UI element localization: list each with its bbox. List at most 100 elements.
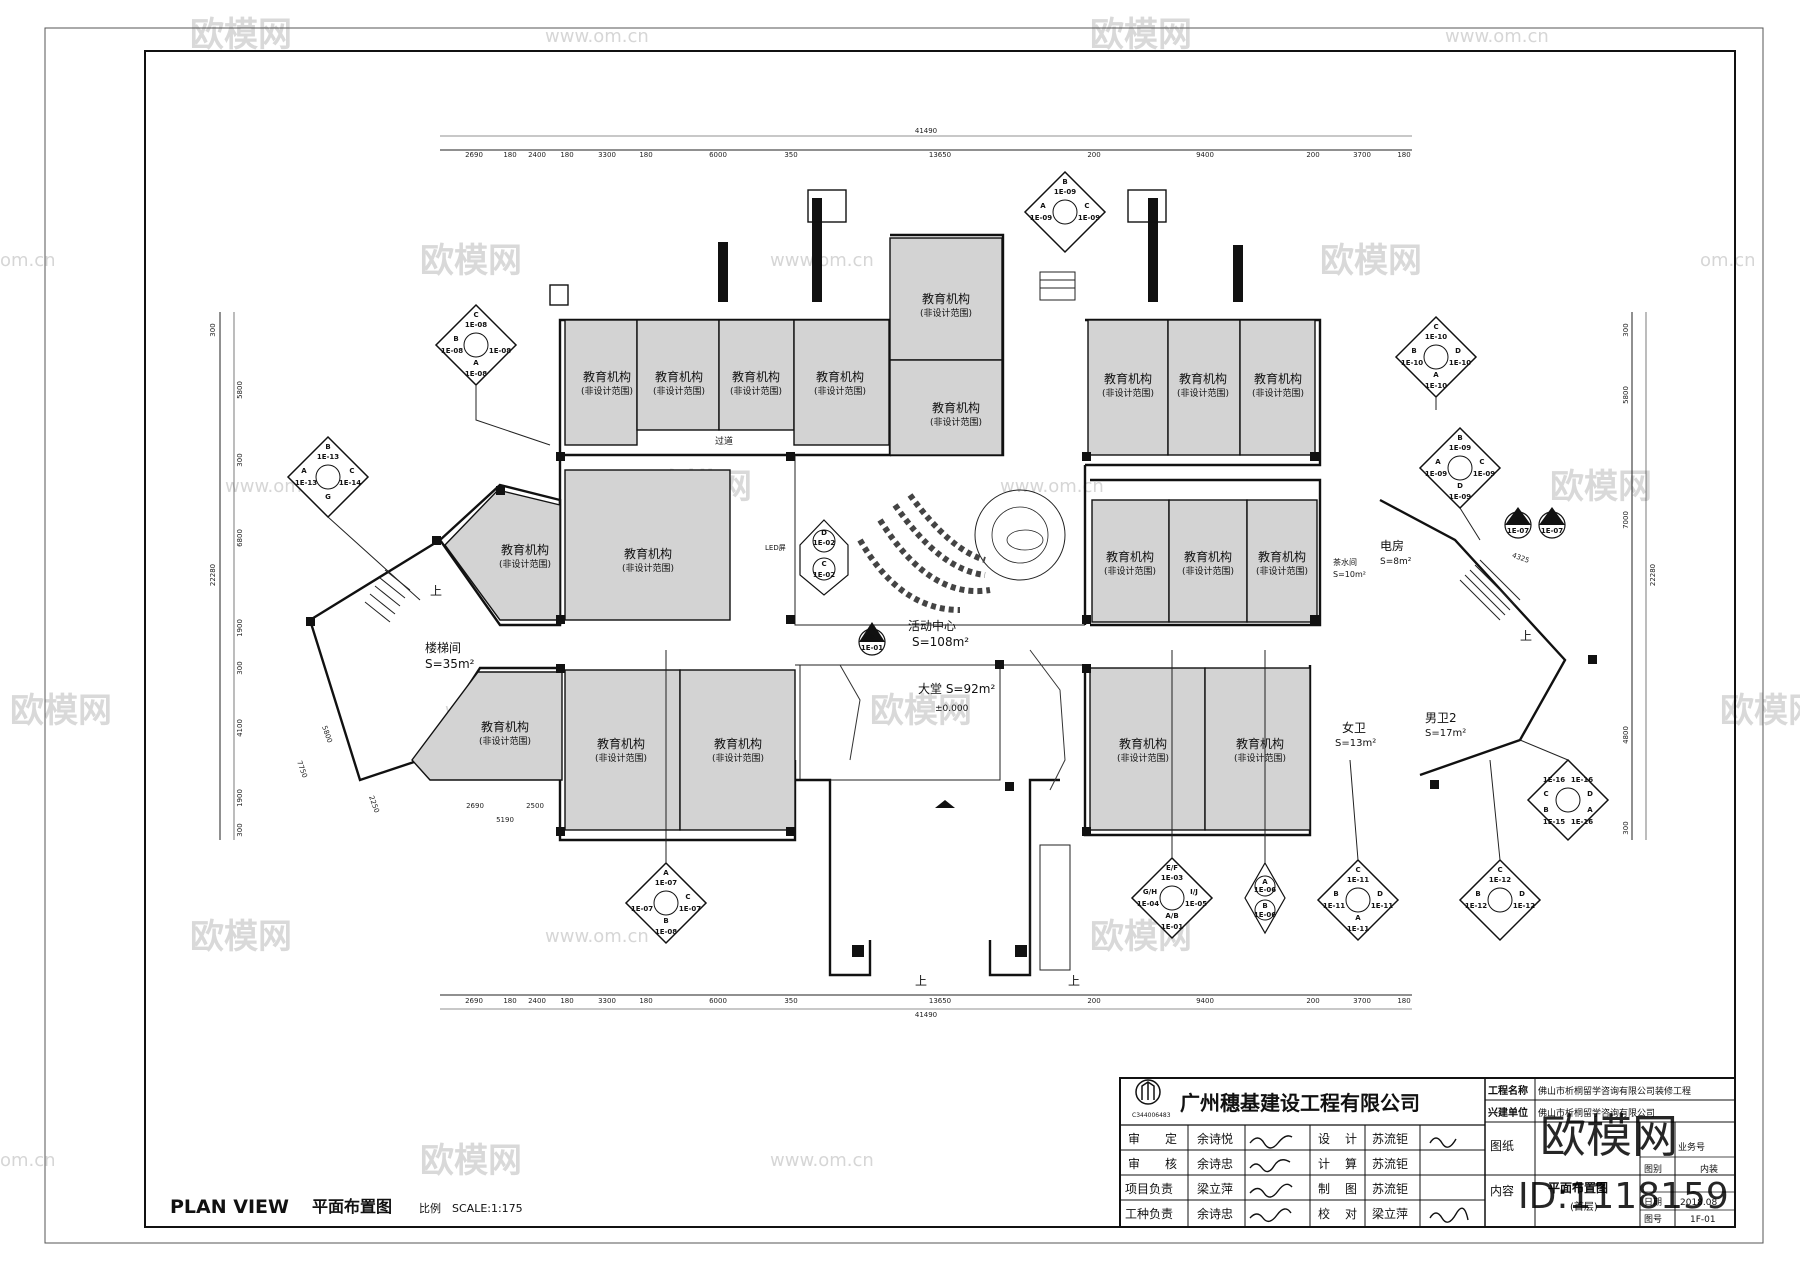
tag-letter: B [325,443,330,451]
activity-center-area: S=108m² [912,635,969,649]
tag-ref: 1E-09 [1054,188,1076,196]
tag-ref: 1E-07 [1541,527,1563,535]
room-note: (非设计范围) [1177,387,1229,399]
education-rooms [411,237,1318,831]
tb-role: 图 [1345,1182,1357,1196]
tb-content-sub: (首层) [1570,1200,1598,1213]
elevation-tag: C 1E-07 D 1E-07 [1504,507,1566,539]
watermark-domain: www.om.cn [545,26,649,47]
tb-role: 校 [1318,1206,1330,1221]
tag-ref: 1E-04 [1137,900,1159,908]
dim-seg: 3700 [1353,997,1371,1005]
tea-room-area: S=10m² [1333,570,1366,579]
room-note: (非设计范围) [1117,752,1169,764]
room-edu [564,319,638,446]
elevation-tag: A 1E-07 C 1E-07 1E-07 B 1E-08 [624,861,708,945]
tag-ref: 1E-08 [441,347,463,355]
tag-letter: A [473,359,479,367]
room-labels: 教育机构 (非设计范围) 教育机构 (非设计范围) 教育机构 (非设计范围) 教… [425,291,1532,988]
room-note: (非设计范围) [920,307,972,319]
elevation-tag: E/F 1E-03 G/H I/J 1E-04 1E-05 1E-01 A/B [1130,856,1214,940]
dim-seg: 13650 [929,997,951,1005]
tag-ref: 1E-09 [1425,470,1447,478]
stair-up-label: 上 [1068,974,1080,988]
dim-right: 300 [1622,323,1630,336]
tag-letter: A [1587,806,1593,814]
bottom-dimensions: 41490 2690 180 2400 180 3300 180 6000 35… [440,994,1412,1019]
tag-ref: 1E-07 [679,905,701,913]
activity-center-label: 活动中心 [908,618,956,633]
tag-ref: 1E-09 [1078,214,1100,222]
room-edu [1204,667,1311,831]
dim-right: 4800 [1622,726,1630,744]
tb-role: 计 [1345,1132,1357,1146]
tb-date-label: 日期 [1644,1197,1662,1208]
tag-ref: 1E-08 [465,321,487,329]
tb-role: 工种负责 [1125,1207,1173,1221]
tag-ref: 1E-07 [1507,527,1529,535]
plan-title-en: PLAN VIEW [170,1196,289,1218]
watermark-brand: 欧模网 [190,917,292,957]
tag-letter: D [821,529,827,537]
stair-up-label: 上 [1520,629,1532,643]
tag-ref: 1E-07 [631,905,653,913]
watermark-domain: om.cn [1700,250,1756,271]
dim-seg: 2400 [528,151,546,159]
tag-ref: 1E-12 [1465,902,1487,910]
tb-role: 设 [1318,1132,1330,1146]
tag-letter: B [1062,178,1067,186]
signature [1249,1135,1469,1223]
tag-letter: C [685,893,690,901]
tb-content-name: 平面布置图 [1548,1180,1608,1195]
elevation-tag: C 1E-16 D 1E-16 B 1E-15 A 1E-16 [1526,758,1610,842]
elevation-tag: B 1E-09 A 1E-09 C 1E-09 1E-09 D [1418,426,1502,510]
tag-letter: C [1479,458,1484,466]
left-dimensions: 300 5800 300 6800 1900 300 4100 1900 300… [209,312,244,840]
tb-drawing-label: 图纸 [1490,1139,1514,1153]
elevation-tag: A 1E-06 B 1E-06 [1244,861,1286,935]
tb-role: 审 [1128,1156,1140,1171]
tb-name: 苏流钜 [1372,1132,1408,1146]
dim-seg: 180 [503,997,516,1005]
tag-letter: C [1355,866,1360,874]
tag-letter: E/F [1166,864,1178,872]
room-edu [1168,499,1248,623]
room-note: (非设计范围) [581,385,633,397]
hall-label: 大堂 S=92m² [918,682,995,696]
room-name: 教育机构 [922,291,970,306]
tb-role: 审 [1128,1131,1140,1146]
room-edu [444,489,561,621]
tag-letter: C [1543,790,1548,798]
female-wc-label: 女卫 [1342,720,1366,735]
dim-seg: 6000 [709,997,727,1005]
dim-seg: 180 [560,997,573,1005]
dim-seg: 2690 [465,151,483,159]
tag-ref: 1E-01 [1161,923,1183,931]
watermark-domain: www.om.cn [1445,26,1549,47]
dim-seg: 2690 [465,997,483,1005]
tag-letter: B [1457,434,1462,442]
room-edu [679,669,796,831]
elevation-tag: B 1E-13 A 1E-13 1E-14 C G [286,435,370,519]
watermark-domain: www.om.cn [545,926,649,947]
elevation-tag: C 1E-12 D 1E-12 B 1E-12 [1458,858,1542,942]
columns [306,452,1597,957]
tag-letter: B [1475,890,1480,898]
tb-phase: 业务号 [1678,1141,1705,1153]
top-dimensions: 41490 2690 180 2400 180 3300 180 6000 35… [440,127,1412,159]
tb-role: 项目负责 [1125,1182,1173,1196]
vent-shafts [549,189,1243,306]
dim-seg: 180 [639,151,652,159]
watermark-brand: 欧模网 [870,691,972,731]
dim-total: 41490 [915,127,937,135]
tag-letter: D [1455,347,1461,355]
cert-number: C344006483 [1132,1112,1171,1119]
led-screen-label: LED屏 [765,544,786,552]
dim: 2690 [466,802,484,810]
room-note: (非设计范围) [1234,752,1286,764]
stair-up-label: 上 [915,974,927,988]
watermark-domain: www.om.cn [1000,476,1104,497]
tea-room-label: 茶水间 [1333,557,1357,567]
dim: 5800 [320,725,334,744]
